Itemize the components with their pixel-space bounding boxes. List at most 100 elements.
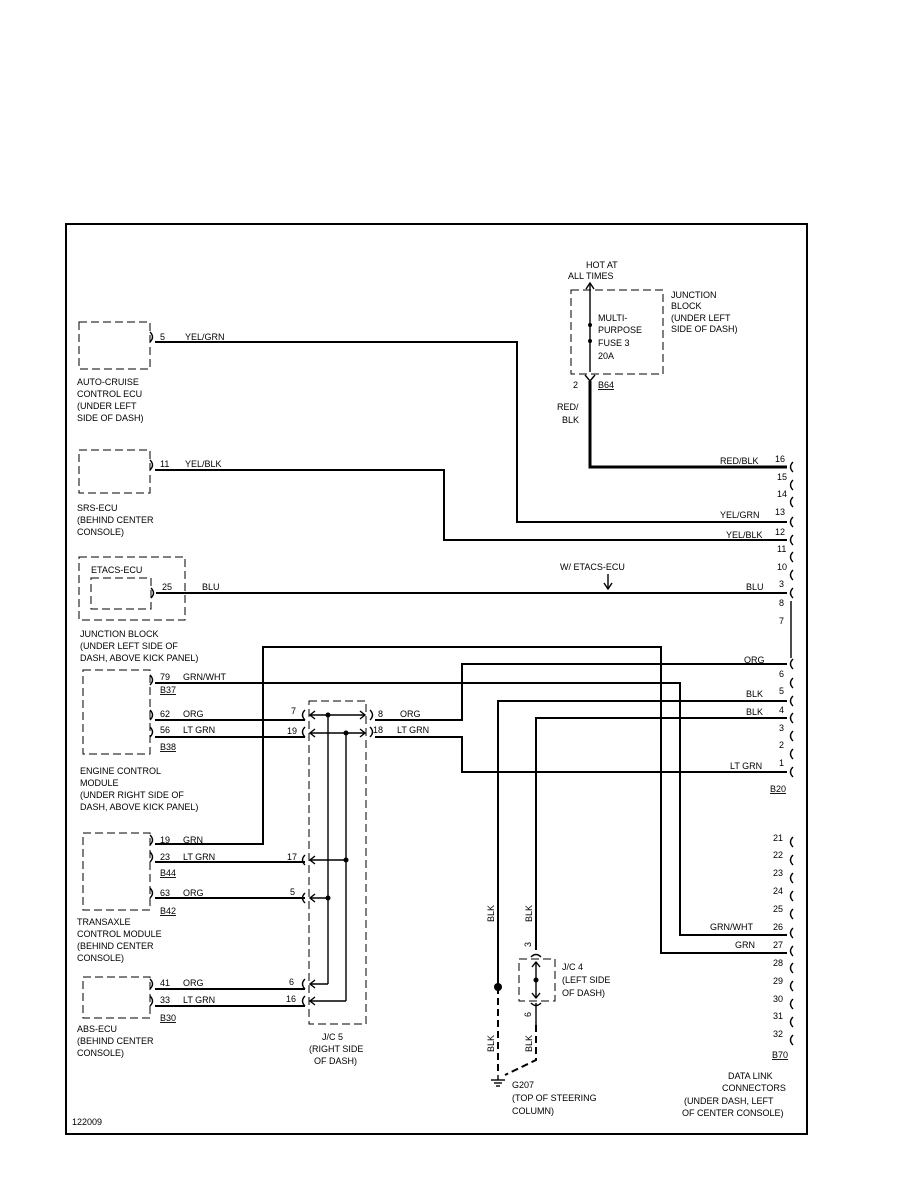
etacs-ecu: ETACS-ECU 25 BLU JUNCTION BLOCK (UNDER L… — [78, 556, 220, 663]
etacs-label-2: (UNDER LEFT SIDE OF — [80, 641, 178, 651]
ecm-connector-b38: B38 — [160, 742, 176, 752]
tcm-wire-63: ORG — [183, 888, 204, 898]
dlc-title-4: OF CENTER CONSOLE) — [682, 1108, 784, 1118]
svg-text:30: 30 — [773, 994, 783, 1004]
svg-text:28: 28 — [773, 958, 783, 968]
jc4-label-2: (LEFT SIDE — [562, 975, 610, 985]
blk-label-right-low: BLK — [524, 1035, 534, 1052]
dlc-wire-13: YEL/GRN — [720, 510, 760, 520]
fuse-block-label-1: JUNCTION — [671, 290, 717, 300]
blk-label-right: BLK — [524, 905, 534, 922]
ecm-label-2: MODULE — [80, 778, 119, 788]
dlc-wire-12: YEL/BLK — [726, 530, 763, 540]
fuse-name-3: FUSE 3 — [598, 338, 630, 348]
tcm-wire-23: LT GRN — [183, 852, 215, 862]
svg-text:3: 3 — [779, 579, 784, 589]
srs-wire-label: YEL/BLK — [185, 459, 222, 469]
wires — [155, 341, 787, 1076]
svg-text:24: 24 — [773, 886, 783, 896]
svg-text:11: 11 — [777, 544, 786, 554]
jc5-pin-6: 6 — [289, 977, 294, 987]
dlc-title-2: CONNECTORS — [722, 1083, 786, 1093]
tcm-label-2: CONTROL MODULE — [77, 929, 162, 939]
transaxle-control-module: 19 GRN 23 LT GRN B44 63 ORG B42 TRANSAXL… — [77, 832, 215, 963]
dlc-b20-label: B20 — [770, 784, 786, 794]
etacs-pin: 25 — [162, 582, 172, 592]
tcm-label-1: TRANSAXLE — [77, 917, 131, 927]
ecm-pin-79: 79 — [160, 672, 170, 682]
svg-text:12: 12 — [775, 527, 785, 537]
srs-label-2: (BEHIND CENTER — [77, 515, 154, 525]
fuse-icon — [588, 323, 592, 327]
etacs-note-text: W/ ETACS-ECU — [560, 562, 625, 572]
blk-label-left: BLK — [486, 905, 496, 922]
abs-pin-33: 33 — [160, 995, 170, 1005]
etacs-note: W/ ETACS-ECU — [560, 562, 625, 591]
svg-text:31: 31 — [773, 1011, 783, 1021]
ground-g207: G207 (TOP OF STEERING COLUMN) — [491, 1075, 597, 1116]
ground-location-2: COLUMN) — [512, 1106, 554, 1116]
srs-ecu: 11 YEL/BLK SRS-ECU (BEHIND CENTER CONSOL… — [77, 449, 222, 537]
dlc-b20: 16 15 14 13 12 11 10 3 8 7 6 5 4 3 2 1 B… — [720, 454, 794, 794]
hot-label-2: ALL TIMES — [568, 271, 614, 281]
diagram-frame — [65, 223, 808, 1135]
dlc-b70-label: B70 — [772, 1050, 788, 1060]
svg-text:8: 8 — [779, 598, 784, 608]
etacs-box-label: ETACS-ECU — [91, 565, 142, 575]
ecm-pin-62: 62 — [160, 709, 170, 719]
jc4-pin-6: 6 — [523, 1012, 533, 1017]
svg-text:15: 15 — [777, 472, 787, 482]
svg-text:5: 5 — [779, 686, 784, 696]
fuse-wire-1: RED/ — [557, 402, 579, 412]
auto-cruise-ecu: 5 YEL/GRN AUTO-CRUISE CONTROL ECU (UNDER… — [77, 321, 225, 423]
abs-ecu: 41 ORG 33 LT GRN B30 ABS-ECU (BEHIND CEN… — [77, 976, 215, 1058]
fuse-block-outline — [570, 289, 664, 375]
tcm-pin-23: 23 — [160, 852, 170, 862]
cruise-label-1: AUTO-CRUISE — [77, 377, 139, 387]
dlc-title-3: (UNDER DASH, LEFT — [684, 1096, 774, 1106]
dlc-title-1: DATA LINK — [728, 1071, 773, 1081]
ecm-label-3: (UNDER RIGHT SIDE OF — [80, 790, 184, 800]
ecm-wire-79: GRN/WHT — [183, 672, 226, 682]
dlc-wire-1: LT GRN — [730, 761, 762, 771]
jc5-pin-16: 16 — [286, 994, 296, 1004]
jc5-ltgrn-label: LT GRN — [397, 725, 429, 735]
fuse-block: HOT AT ALL TIMES MULTI- PURPOSE FUSE 3 2… — [557, 260, 738, 425]
svg-text:27: 27 — [773, 940, 783, 950]
fuse-name-2: PURPOSE — [598, 325, 642, 335]
ecm-wire-56: LT GRN — [183, 725, 215, 735]
etacs-label-1: JUNCTION BLOCK — [80, 629, 159, 639]
cruise-wire-label: YEL/GRN — [185, 332, 225, 342]
svg-text:6: 6 — [779, 669, 784, 679]
svg-text:3: 3 — [779, 723, 784, 733]
dlc-wire-4: BLK — [746, 707, 763, 717]
cruise-label-4: SIDE OF DASH) — [77, 413, 144, 423]
dlc-b70: 21 22 23 24 25 26 27 28 29 30 31 32 B70 … — [682, 833, 794, 1118]
dlc-wire-27: GRN — [735, 940, 755, 950]
ecm-label-1: ENGINE CONTROL — [80, 766, 161, 776]
svg-text:14: 14 — [777, 489, 787, 499]
svg-text:1: 1 — [779, 758, 784, 768]
svg-text:7: 7 — [779, 616, 784, 626]
svg-text:16: 16 — [775, 454, 785, 464]
cruise-label-3: (UNDER LEFT — [77, 401, 137, 411]
srs-pin: 11 — [160, 459, 169, 469]
svg-text:25: 25 — [773, 904, 783, 914]
ecm-pin-56: 56 — [160, 725, 170, 735]
jc5-pin-18: 18 — [373, 725, 383, 735]
abs-pin-41: 41 — [160, 978, 170, 988]
ecm-wire-62: ORG — [183, 709, 204, 719]
ground-location-1: (TOP OF STEERING — [512, 1093, 597, 1103]
cruise-label-2: CONTROL ECU — [77, 389, 142, 399]
jc5-joint-connector: 7 19 8 18 ORG LT GRN 17 5 6 16 J/C 5 (RI… — [286, 700, 429, 1066]
ground-id: G207 — [512, 1080, 534, 1090]
svg-text:21: 21 — [773, 833, 783, 843]
svg-text:2: 2 — [779, 740, 784, 750]
etacs-wire-label: BLU — [202, 582, 220, 592]
jc5-label-2: (RIGHT SIDE — [309, 1044, 363, 1054]
jc5-pin-5: 5 — [290, 887, 295, 897]
abs-label-1: ABS-ECU — [77, 1024, 117, 1034]
svg-text:10: 10 — [777, 562, 787, 572]
jc4-pin-3: 3 — [523, 942, 533, 947]
